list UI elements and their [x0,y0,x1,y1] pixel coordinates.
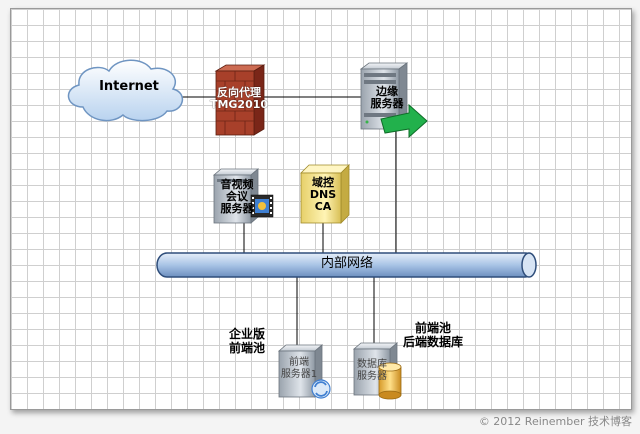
internet-label: Internet [99,79,159,94]
reverse-proxy-label-line-1: 反向代理 [217,86,261,99]
database-server-icon [352,342,399,396]
domain-controller-icon [300,164,350,224]
database-cylinder-icon [378,362,402,400]
av-server-label-line-1: 音视频 [220,178,254,191]
enterprise-pool-caption: 企业版 前端池 [217,327,277,355]
domain-controller-label-line-1: 域控 [312,176,334,189]
av-server-label: 音视频 会议 服务器 [215,179,259,215]
av-server-label-line-3: 服务器 [220,202,254,215]
firewall-icon [214,64,266,136]
database-server-label-line-1: 数据库 [357,359,387,370]
sync-icon [311,379,331,399]
frontend-server-label-line-2: 服务器1 [280,369,318,380]
database-server-label-line-2: 服务器 [357,371,387,382]
database-server-label: 数据库 服务器 [351,359,393,383]
domain-controller-label: 域控 DNS CA [303,177,343,213]
enterprise-pool-caption-line-2: 前端池 [228,341,265,355]
edge-server-icon [359,62,409,130]
frontend-server-label-line-1: 前端 [289,357,309,368]
backend-db-caption-line-2: 后端数据库 [402,335,463,349]
internet-cloud [67,59,184,122]
domain-controller-label-line-2: DNS [309,188,337,201]
network-diagram [67,59,537,400]
edge-server-label-line-1: 边缘 [376,85,398,98]
reverse-proxy-label: 反向代理 TMG2010 [207,87,271,111]
av-server-label-line-2: 会议 [226,190,248,203]
reverse-proxy-label-line-2: TMG2010 [209,98,269,111]
internal-network-bus [156,252,537,278]
enterprise-pool-caption-line-1: 企业版 [228,327,265,341]
internal-network-label: 内部网络 [320,256,373,271]
film-media-icon [250,194,274,218]
diagram-canvas: Internet 反向代理 TMG2010 边缘 服务器 音视频 会议 服务器 … [10,8,632,410]
edge-server-label: 边缘 服务器 [367,86,407,110]
connection-lines [163,96,397,361]
backend-db-caption: 前端池 后端数据库 [393,321,473,349]
domain-controller-label-line-3: CA [314,200,332,213]
frontend-server-label: 前端 服务器1 [275,357,323,381]
green-arrow-icon [380,103,428,139]
backend-db-caption-line-1: 前端池 [414,321,451,335]
edge-server-label-line-2: 服务器 [370,97,404,110]
copyright-text: © 2012 Reinember 技术博客 [478,415,632,428]
